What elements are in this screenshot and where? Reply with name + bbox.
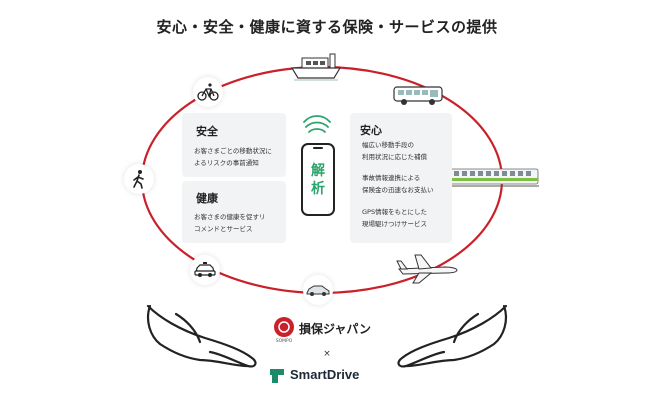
walking-person-icon <box>133 170 144 189</box>
wireless-signal-icon <box>303 112 331 134</box>
security-item-line: 利用状況に応じた補償 <box>362 153 427 161</box>
car-node <box>303 275 333 305</box>
times-symbol: × <box>323 349 331 359</box>
car-icon <box>306 285 330 296</box>
safety-text-line: お客さまごとの移動状況に <box>194 147 272 155</box>
security-item-line: 幅広い移動手段の <box>362 141 414 149</box>
security-item-line: 事故情報連携による <box>362 174 421 182</box>
security-item-line: 保険金の迅速なお支払い <box>362 186 434 194</box>
health-text-line: お客さまの健康を促すリ <box>194 213 266 221</box>
sompo-name: 損保ジャパン <box>299 322 372 336</box>
smartdrive-mark-icon <box>270 369 284 383</box>
smartdrive-name: SmartDrive <box>290 367 360 382</box>
health-heading: 健康 <box>196 192 218 205</box>
security-panel: 安心 幅広い移動手段の 利用状況に応じた補償 事故情報連携による 保険金の迅速な… <box>350 113 452 243</box>
airplane-icon <box>393 247 459 285</box>
sompo-mark-icon <box>274 317 294 337</box>
taxi-icon <box>194 262 216 277</box>
bicycle-icon <box>197 83 219 101</box>
sompo-sub-label: SOMPO <box>275 339 293 344</box>
safety-heading: 安全 <box>196 125 218 138</box>
security-item-line: 現場駆けつけサービス <box>362 220 427 228</box>
page-title: 安心・安全・健康に資する保険・サービスの提供 <box>156 18 498 36</box>
left-hand-icon <box>146 304 257 368</box>
security-heading: 安心 <box>360 124 382 137</box>
health-text-line: コメンドとサービス <box>194 225 253 233</box>
smartphone-icon: 解 析 <box>301 143 335 216</box>
health-panel: 健康 お客さまの健康を促すリ コメンドとサービス <box>182 181 286 243</box>
smartdrive-logo: SmartDrive <box>268 365 388 387</box>
right-hand-icon <box>397 304 508 368</box>
walking-person-node <box>124 164 154 194</box>
bicycle-node <box>193 77 223 107</box>
taxi-node <box>190 255 220 285</box>
train-icon <box>441 167 539 187</box>
ship-icon <box>290 52 342 82</box>
analysis-label-2: 析 <box>311 181 325 197</box>
security-item-line: GPS情報をもとにした <box>362 208 427 216</box>
bus-icon <box>392 85 446 107</box>
sompo-logo: SOMPO 損保ジャパン <box>273 316 383 346</box>
safety-panel: 安全 お客さまごとの移動状況に よるリスクの事前通知 <box>182 113 286 177</box>
analysis-label-1: 解 <box>311 163 325 179</box>
safety-text-line: よるリスクの事前通知 <box>194 159 259 167</box>
